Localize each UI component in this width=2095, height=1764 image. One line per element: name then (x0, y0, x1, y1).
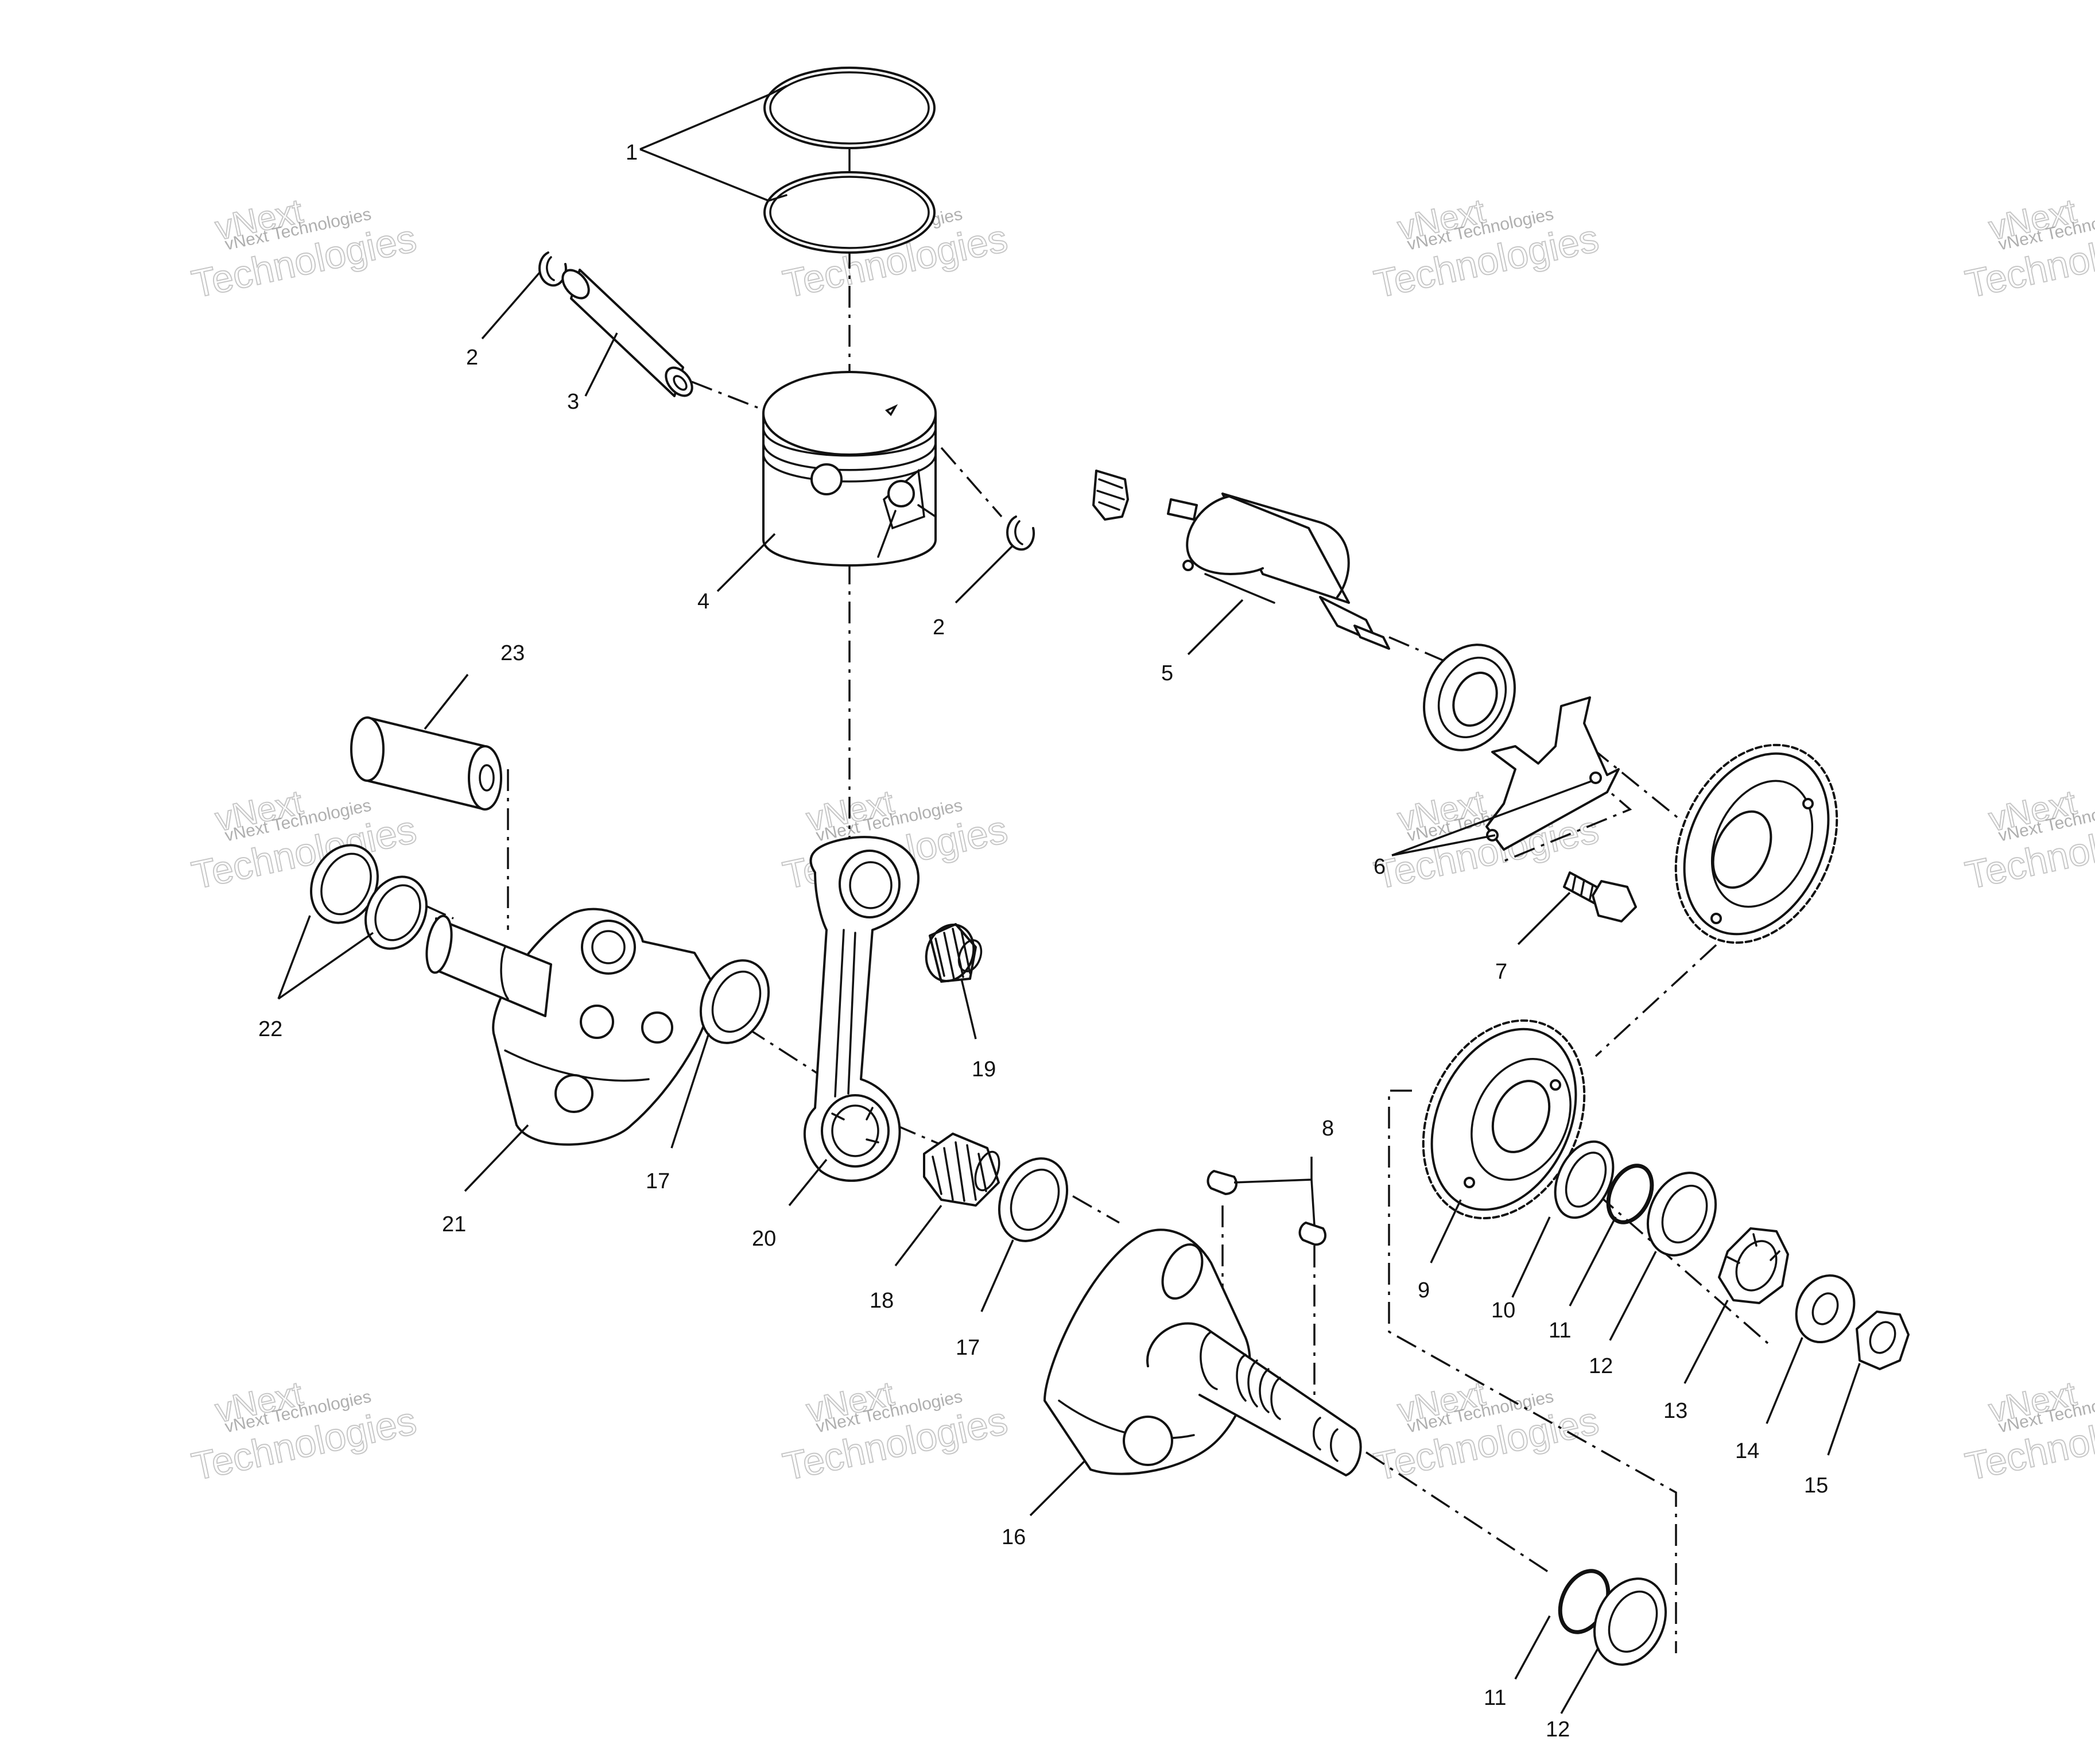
callout-11b: 11 (1484, 1686, 1506, 1710)
watermark: Technologies vNext Technologies vNext (188, 191, 421, 307)
watermark: Technologies vNext Technologies vNext (188, 1374, 421, 1490)
watermark: Technologies vNext Technologies vNext (1961, 782, 2095, 898)
snap-ring-11-upper (1606, 1164, 1654, 1224)
callout-8: 8 (1322, 1116, 1334, 1141)
callout-3: 3 (567, 390, 579, 414)
callout-1: 1 (626, 141, 638, 165)
crank-pin (350, 716, 502, 811)
callout-14: 14 (1735, 1439, 1759, 1463)
callout-4: 4 (697, 590, 709, 614)
thrust-washer-17-left (699, 959, 770, 1044)
washer-14 (1795, 1274, 1856, 1344)
callout-7: 7 (1495, 960, 1507, 984)
callout-18: 18 (870, 1289, 894, 1313)
mounting-bracket (1485, 696, 1620, 851)
watermark: Technologies vNext Technologies vNext (1961, 191, 2095, 307)
callout-16: 16 (1002, 1525, 1026, 1549)
callout-15: 15 (1804, 1474, 1828, 1498)
starter-motor (1092, 470, 1390, 650)
piston (762, 371, 937, 567)
circlip-right (1006, 515, 1035, 551)
callout-17b: 17 (956, 1336, 980, 1360)
flange-bolt (1563, 871, 1637, 922)
callout-numbers: 1 2 2 3 4 5 6 7 8 9 10 11 11 12 12 13 14… (258, 141, 1828, 1742)
callout-10: 10 (1491, 1298, 1515, 1323)
callout-21: 21 (442, 1212, 466, 1236)
woodruff-key-upper (1206, 1170, 1237, 1195)
connecting-rod (803, 836, 920, 1182)
woodruff-key-lower (1298, 1222, 1326, 1246)
watermark: Technologies vNext Technologies vNext (1961, 1374, 2095, 1490)
motor-bearing (1423, 643, 1516, 751)
crankshaft-half-left (425, 908, 713, 1146)
watermark: Technologies vNext Technologies vNext (779, 1374, 1012, 1490)
thrust-washer-10 (1554, 1140, 1615, 1219)
piston-ring-top (763, 67, 936, 149)
leader-lines (277, 94, 1861, 1714)
needle-bearing-big-end (923, 1133, 1000, 1207)
thrust-washer-17-right (998, 1157, 1069, 1242)
bushing-12-upper (1646, 1172, 1717, 1257)
callout-22: 22 (258, 1017, 282, 1041)
drive-gear-large (1674, 743, 1838, 944)
callout-5: 5 (1161, 661, 1173, 685)
crankshaft-half-right (1043, 1228, 1362, 1476)
callout-2b: 2 (933, 615, 945, 639)
needle-bearing-small-end (925, 923, 983, 983)
callout-12a: 12 (1589, 1354, 1613, 1378)
callout-9: 9 (1418, 1278, 1430, 1302)
callout-2a: 2 (466, 346, 478, 370)
gear-9 (1422, 1019, 1586, 1220)
callout-19: 19 (972, 1057, 996, 1081)
callout-13: 13 (1663, 1399, 1687, 1423)
callout-11a: 11 (1549, 1319, 1571, 1343)
hex-nut-15 (1856, 1311, 1910, 1370)
bushing-12-lower (1593, 1577, 1667, 1666)
callout-6: 6 (1374, 855, 1386, 879)
callout-17a: 17 (646, 1169, 670, 1193)
shim-22-inner (364, 875, 428, 950)
piston-ring-bottom (763, 171, 936, 254)
callout-23: 23 (501, 641, 525, 665)
watermark: Technologies vNext Technologies vNext (1370, 191, 1603, 307)
wrist-pin (561, 269, 693, 397)
callout-20: 20 (752, 1227, 776, 1251)
watermark: Technologies vNext Technologies vNext (1370, 1374, 1603, 1490)
castle-nut (1718, 1227, 1789, 1304)
callout-12b: 12 (1546, 1718, 1570, 1742)
